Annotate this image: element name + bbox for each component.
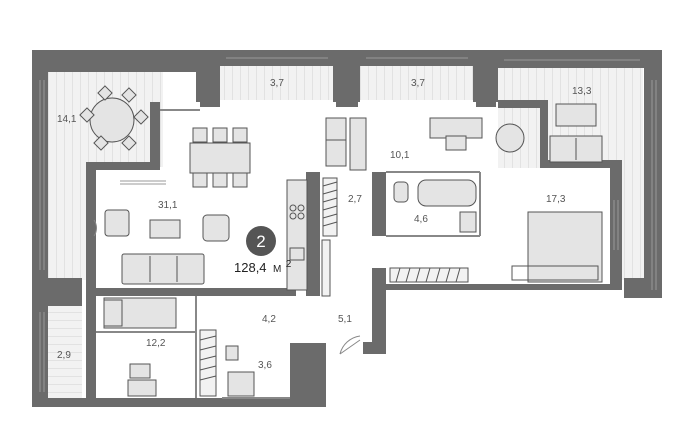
- bed: [511, 211, 603, 283]
- rooms-count: 2: [256, 232, 265, 251]
- label-terrace-right: 13,3: [572, 86, 592, 97]
- label-bedroom: 17,3: [546, 194, 566, 205]
- living-furniture: [104, 209, 230, 285]
- label-bathroom: 4,6: [414, 214, 428, 225]
- balcony-lower-left-floor: [48, 306, 82, 398]
- windows: [39, 57, 657, 392]
- dining-table: [189, 127, 251, 188]
- total-area-value: 128,4: [234, 260, 267, 275]
- bathroom-fixtures: [393, 179, 477, 233]
- terrace-right-strip: [620, 160, 644, 280]
- balcony-mid-right-floor: [360, 66, 473, 100]
- kitchen-counter: [286, 179, 308, 291]
- total-area: 128,4 М 2: [234, 259, 292, 276]
- label-corridor: 4,2: [262, 314, 276, 325]
- label-bathroom-small: 3,6: [258, 360, 272, 371]
- total-area-unit: М: [273, 264, 281, 275]
- lower-left-furniture: [103, 297, 177, 397]
- wardrobe: [321, 177, 338, 297]
- label-hall-room: 10,1: [390, 150, 410, 161]
- terrace-right-furniture: [549, 103, 603, 163]
- label-terrace-left: 14,1: [57, 114, 77, 125]
- label-balcony-mid-left: 3,7: [270, 78, 284, 89]
- balcony-mid-left-floor: [220, 66, 333, 100]
- lower-storage: [199, 329, 255, 397]
- label-kitchen-living: 31,1: [158, 200, 178, 211]
- label-entrance: 5,1: [338, 314, 352, 325]
- label-balcony-lower-left: 2,9: [57, 350, 71, 361]
- hall-wardrobe: [389, 267, 469, 283]
- study-desk: [429, 117, 525, 153]
- door-swings: [93, 219, 361, 355]
- hall-appliances: [325, 117, 367, 171]
- terrace-left-strip: [48, 160, 86, 280]
- partitions: [96, 109, 481, 399]
- rooms-count-badge: [246, 226, 276, 256]
- label-wardrobe: 2,7: [348, 194, 362, 205]
- label-balcony-mid-right: 3,7: [411, 78, 425, 89]
- round-table-set: [79, 85, 149, 151]
- total-area-unit-sup: 2: [286, 259, 292, 270]
- label-room-lower-left: 12,2: [146, 338, 166, 349]
